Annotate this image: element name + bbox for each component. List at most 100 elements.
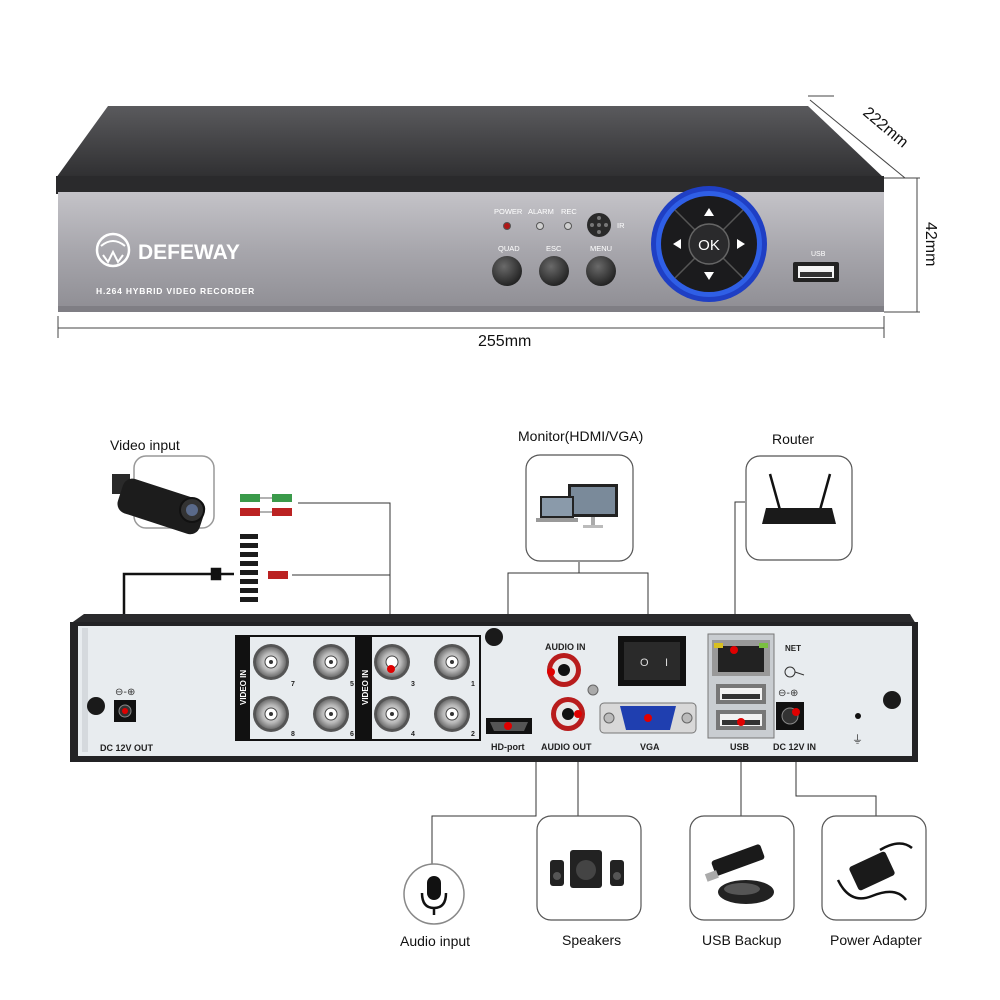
power-switch[interactable]: O I — [618, 636, 686, 686]
video-in-group-right: VIDEO IN — [357, 635, 481, 741]
bnc-port-ch4[interactable] — [374, 696, 410, 732]
front-usb-port[interactable] — [793, 262, 839, 282]
width-dimension: 255mm — [478, 333, 531, 350]
power-adapter-label: Power Adapter — [830, 932, 922, 948]
menu-button[interactable] — [586, 256, 616, 286]
depth-dimension: 222mm — [859, 104, 911, 151]
channel-number: 3 — [411, 681, 415, 688]
esc-button[interactable] — [539, 256, 569, 286]
net-label: NET — [785, 644, 801, 653]
speakers-thumbnail — [536, 815, 642, 921]
power-adapter-thumbnail — [821, 815, 927, 921]
arrow-left-icon[interactable] — [673, 239, 681, 249]
dc-in-label: DC 12V IN — [773, 742, 816, 752]
quad-button-label: QUAD — [498, 244, 520, 253]
router-label: Router — [772, 431, 814, 447]
monitor-thumbnail — [525, 454, 634, 562]
hdmi-port[interactable] — [486, 718, 532, 734]
video-in-group-left: VIDEO IN — [235, 635, 357, 741]
monitor-label: Monitor(HDMI/VGA) — [518, 428, 643, 444]
channel-number: 1 — [471, 681, 475, 688]
audio-input-label: Audio input — [400, 933, 470, 949]
brand-name: DEFEWAY — [138, 241, 240, 264]
indicator-rec-label: REC — [561, 207, 577, 216]
microphone-thumbnail — [403, 863, 465, 925]
front-usb-label: USB — [811, 251, 826, 258]
front-bottom-edge — [58, 306, 884, 312]
screw-icon — [883, 691, 901, 709]
screw-icon — [587, 684, 599, 696]
rec-led — [564, 222, 572, 230]
rear-usb-port-top[interactable] — [716, 684, 766, 704]
channel-number: 8 — [291, 731, 295, 738]
usb-label: USB — [730, 742, 750, 752]
ethernet-symbol-icon — [784, 666, 805, 678]
dimension-lines — [57, 95, 920, 338]
ir-sensor — [587, 213, 611, 237]
video-in-label-left: VIDEO IN — [239, 670, 248, 705]
front-top-edge — [56, 176, 884, 194]
dc-in-port[interactable] — [776, 702, 804, 730]
switch-off-label: O — [640, 657, 649, 669]
channel-number: 5 — [350, 681, 354, 688]
bnc-connectors-green-red — [240, 494, 292, 516]
channel-number: 6 — [350, 731, 354, 738]
menu-button-label: MENU — [590, 244, 612, 253]
ethernet-port[interactable] — [712, 640, 770, 676]
channel-number: 4 — [411, 731, 415, 738]
arrow-down-icon[interactable] — [704, 272, 714, 280]
indicator-alarm-label: ALARM — [528, 207, 554, 216]
audio-in-port[interactable] — [547, 653, 581, 687]
ok-label: OK — [698, 237, 720, 254]
arrow-right-icon[interactable] — [737, 239, 745, 249]
ok-button[interactable] — [688, 223, 730, 265]
ir-label: IR — [617, 221, 625, 230]
navigation-pad[interactable]: OK — [651, 186, 767, 302]
dc-out-label: DC 12V OUT — [100, 743, 154, 753]
esc-button-label: ESC — [546, 244, 562, 253]
audio-out-label: AUDIO OUT — [541, 742, 592, 752]
video-input-label: Video input — [110, 437, 180, 453]
screw-icon — [87, 697, 105, 715]
dc-out-port[interactable]: ⊖-⊕ — [114, 687, 136, 722]
bnc-port-ch5[interactable] — [313, 644, 349, 680]
dc-in-polarity-icon: ⊖-⊕ — [778, 688, 798, 699]
front-view: DEFEWAY H.264 HYBRID VIDEO RECORDER POWE… — [56, 106, 884, 312]
indicator-power-label: POWER — [494, 207, 523, 216]
led-hole — [855, 713, 861, 719]
bnc-port-ch2[interactable] — [434, 696, 470, 732]
microphone-icon — [420, 876, 448, 915]
rear-usb-port-bottom[interactable] — [716, 710, 766, 730]
power-led — [503, 222, 511, 230]
vga-label: VGA — [640, 742, 660, 752]
height-dimension: 42mm — [922, 222, 939, 266]
router-thumbnail — [745, 455, 853, 561]
camera-thumbnail — [112, 455, 215, 535]
dc-out-polarity-icon: ⊖-⊕ — [115, 687, 135, 698]
channel-number: 7 — [291, 681, 295, 688]
screw-icon — [485, 628, 503, 646]
ground-icon: ⏚ — [852, 733, 863, 746]
hdmi-label: HD-port — [491, 742, 525, 752]
bnc-port-ch1[interactable] — [434, 644, 470, 680]
audio-out-port[interactable] — [551, 697, 585, 731]
arrow-up-icon[interactable] — [704, 208, 714, 216]
alarm-led — [536, 222, 544, 230]
front-subtitle: H.264 HYBRID VIDEO RECORDER — [96, 286, 255, 296]
top-cover — [56, 106, 884, 178]
usb-backup-thumbnail — [689, 815, 795, 921]
vga-port[interactable] — [599, 702, 697, 734]
switch-on-label: I — [665, 657, 668, 669]
brand-logo — [95, 232, 131, 268]
audio-in-label: AUDIO IN — [545, 642, 586, 652]
speakers-label: Speakers — [562, 932, 621, 948]
usb-backup-label: USB Backup — [702, 932, 782, 948]
quad-button[interactable] — [492, 256, 522, 286]
bnc-port-ch6[interactable] — [313, 696, 349, 732]
bnc-port-ch7[interactable] — [253, 644, 289, 680]
bnc-port-ch3[interactable] — [374, 644, 410, 680]
channel-number: 2 — [471, 731, 475, 738]
bnc-port-ch8[interactable] — [253, 696, 289, 732]
splitter-cable — [238, 532, 288, 606]
